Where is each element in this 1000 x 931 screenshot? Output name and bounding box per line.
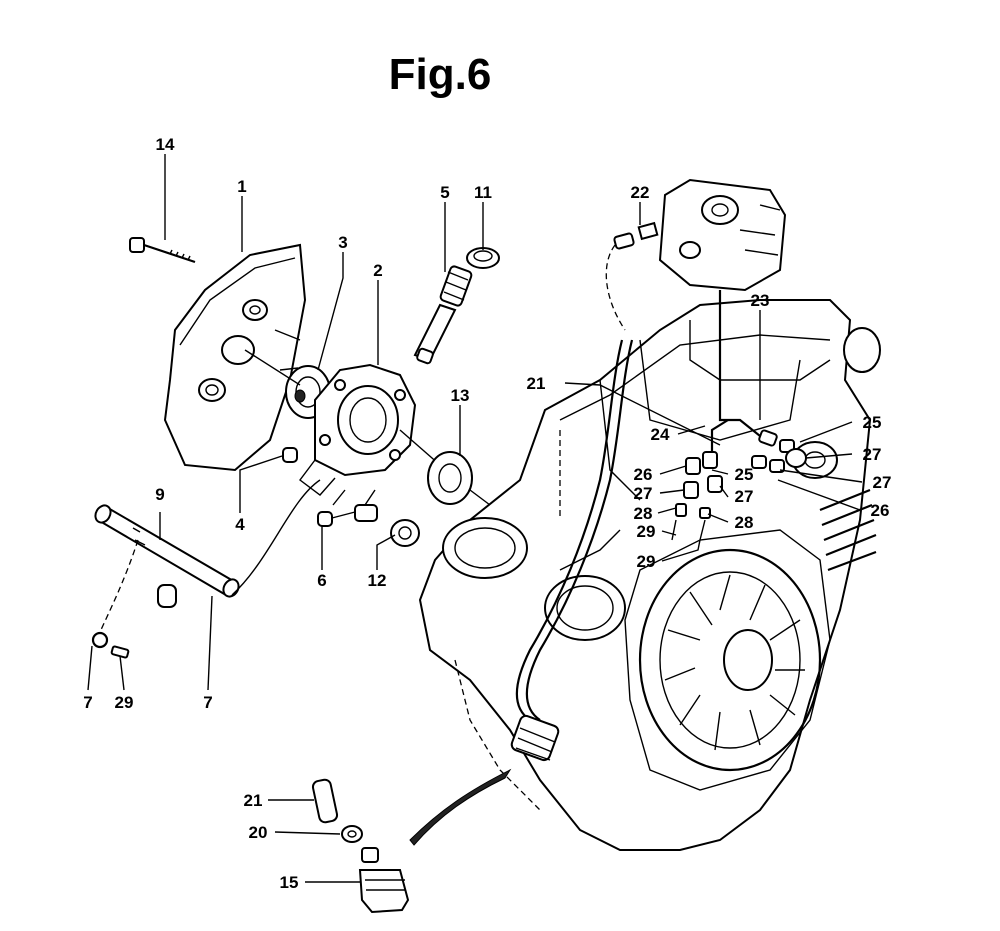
oil-pump-housing [299,363,417,496]
pointer-arrow [409,768,512,846]
oil-seal [427,451,473,505]
fuel-pickup-filter [358,847,410,914]
callout-27-mid: 27 [735,487,754,506]
callout-6: 6 [317,571,326,590]
flywheel-fan [638,548,822,772]
callout-9: 9 [155,485,164,504]
callout-3: 3 [338,233,347,252]
callout-11: 11 [474,183,492,202]
callout-5: 5 [440,183,449,202]
callout-26-right: 26 [871,501,890,520]
oil-suction-pipe [94,504,240,608]
callout-21-top: 21 [527,374,546,393]
callout-7-right: 7 [203,693,212,712]
callout-23: 23 [751,291,770,310]
callout-26-left: 26 [634,465,653,484]
hose-clip [91,631,130,659]
callout-25-mid: 25 [735,465,754,484]
figure-title: Fig.6 [388,50,492,99]
callout-27-right: 27 [863,445,882,464]
callout-28-mid: 28 [735,513,754,532]
pump-piston [317,504,378,527]
callout-15: 15 [280,873,299,892]
callout-25-right: 25 [863,413,882,432]
callout-4: 4 [235,515,245,534]
callout-2: 2 [373,261,382,280]
crankcase-housing [418,299,881,851]
hose-clamp [341,825,363,843]
callout-29-upper: 29 [637,522,656,541]
callout-1: 1 [237,177,246,196]
fuel-line [515,339,624,721]
callout-22: 22 [631,183,650,202]
callout-labels: 14 1 3 2 5 11 22 23 21 13 24 25 27 26 25… [83,135,891,892]
callout-27-lower-right: 27 [873,473,892,492]
callout-7-left: 7 [83,693,92,712]
worm-shaft [413,265,473,365]
callout-14: 14 [156,135,175,154]
impulse-tube-assembly [671,290,807,541]
bolt [129,237,196,264]
callout-28-left: 28 [634,504,653,523]
cooling-fins [819,488,877,572]
callout-24: 24 [651,425,670,444]
rubber-bush [390,519,420,547]
fuel-filter-grommet [510,714,560,762]
callout-29-left: 29 [115,693,134,712]
callout-12: 12 [368,571,387,590]
carburetor [658,178,787,292]
fuel-hose-bottom [311,778,339,824]
leader-lines [87,154,863,883]
side-cover [163,243,307,472]
callout-20: 20 [249,823,268,842]
pin [282,447,298,463]
plug [466,247,500,269]
callout-13: 13 [451,386,470,405]
fuel-nipple [613,221,659,250]
callout-27-left: 27 [634,484,653,503]
callout-29-lower: 29 [637,552,656,571]
callout-21-bottom: 21 [244,791,263,810]
